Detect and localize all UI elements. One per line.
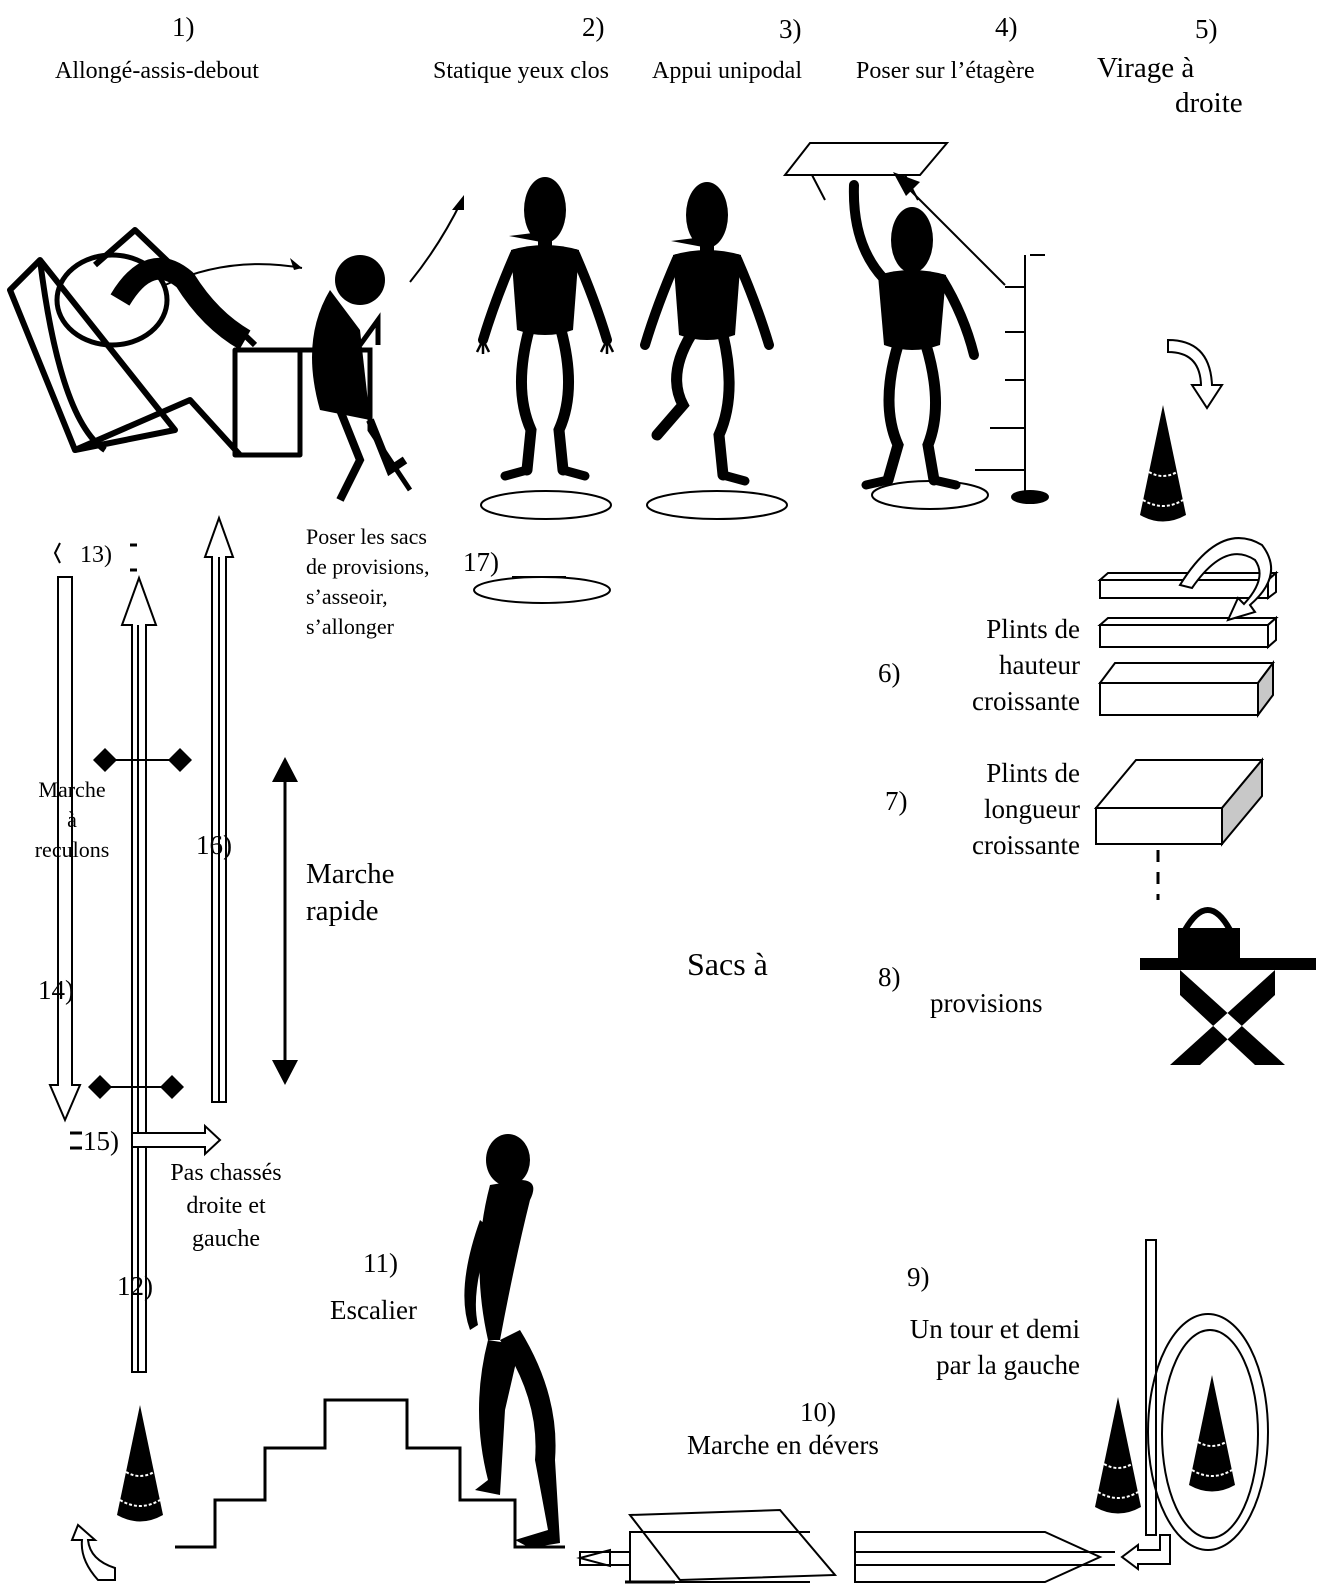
cone: [1140, 405, 1186, 522]
cone: [1189, 1375, 1235, 1492]
slalom-loop: [1146, 1240, 1268, 1550]
station-11-number: 11): [363, 1248, 398, 1279]
station-6-number: 6): [878, 658, 901, 689]
station-5-label-line1: Virage à: [1097, 52, 1194, 85]
station-12-number: 12): [117, 1271, 153, 1302]
station-4-label: Poser sur l’étagère: [856, 58, 1035, 86]
station-17-label-line4: s’allonger: [306, 614, 394, 639]
chair-figure: [300, 255, 410, 500]
station-15-number: 15): [83, 1126, 119, 1157]
station-15-label-line2: droite et: [150, 1193, 302, 1221]
station-17-label-line1: Poser les sacs: [306, 524, 427, 549]
station-15-label-line3: gauche: [150, 1226, 302, 1254]
fast-walk-track-arrow: [205, 518, 233, 1102]
station-10-label: Marche en dévers: [687, 1430, 879, 1461]
cone: [1095, 1397, 1141, 1514]
station-5-number: 5): [1195, 14, 1218, 45]
station-16-number: 16): [196, 830, 232, 861]
station-14-number: 14): [38, 975, 74, 1006]
station-8-label-line2: provisions: [930, 988, 1043, 1019]
fast-walk-arrow: [272, 757, 298, 1085]
station-1-label: Allongé-assis-debout: [55, 58, 259, 86]
station-14-label-line1: Marche: [18, 777, 126, 802]
station-7-label-line2: longueur: [940, 794, 1080, 825]
station-17-label-line2: de provisions,: [306, 554, 429, 579]
station-8-label-line1: Sacs à: [687, 946, 768, 983]
station-9-number: 9): [907, 1262, 930, 1293]
station-16-label-line2: rapide: [306, 895, 378, 928]
slope-ramp: [580, 1510, 1115, 1582]
station-16-label-line1: Marche: [306, 858, 395, 891]
station-6-label-line2: hauteur: [940, 650, 1080, 681]
station-1-number: 1): [172, 12, 195, 43]
station-17-spot: [474, 577, 610, 603]
station-3-label: Appui unipodal: [652, 58, 802, 86]
staircase: [175, 1400, 565, 1547]
walking-silhouette: [464, 1134, 560, 1548]
station-7-label-line3: croissante: [940, 830, 1080, 861]
one-leg-figure: [645, 182, 769, 481]
station-4-number: 4): [995, 12, 1018, 43]
station-10-number: 10): [800, 1397, 836, 1428]
station-17-label-line3: s’asseoir,: [306, 584, 388, 609]
reaching-figure: [854, 185, 974, 485]
station-7-number: 7): [885, 786, 908, 817]
station-2-number: 2): [582, 12, 605, 43]
station-9-label-line2: par la gauche: [860, 1350, 1080, 1381]
station-9-label-line1: Un tour et demi: [860, 1314, 1080, 1345]
station-2-label: Statique yeux clos: [433, 58, 609, 86]
station-7-label-line1: Plints de: [940, 758, 1080, 789]
station-3-number: 3): [779, 14, 802, 45]
standing-figure: [477, 177, 613, 476]
station-15-label-line1: Pas chassés: [150, 1160, 302, 1188]
station-6-label-line3: croissante: [940, 686, 1080, 717]
station-13-number: 13): [80, 542, 112, 570]
station-11-label: Escalier: [330, 1295, 417, 1326]
long-plinth: [1096, 760, 1262, 844]
station-6-label-line1: Plints de: [940, 614, 1080, 645]
station-17-number: 17): [463, 547, 499, 578]
station-5-label-line2: droite: [1175, 87, 1243, 120]
station-8-number: 8): [878, 962, 901, 993]
bag-on-table: [1140, 910, 1316, 1065]
station-14-label-line3: reculons: [18, 837, 126, 862]
cone: [117, 1405, 163, 1522]
stacked-plinths: [1100, 538, 1276, 715]
station-14-label-line2: à: [18, 807, 126, 832]
